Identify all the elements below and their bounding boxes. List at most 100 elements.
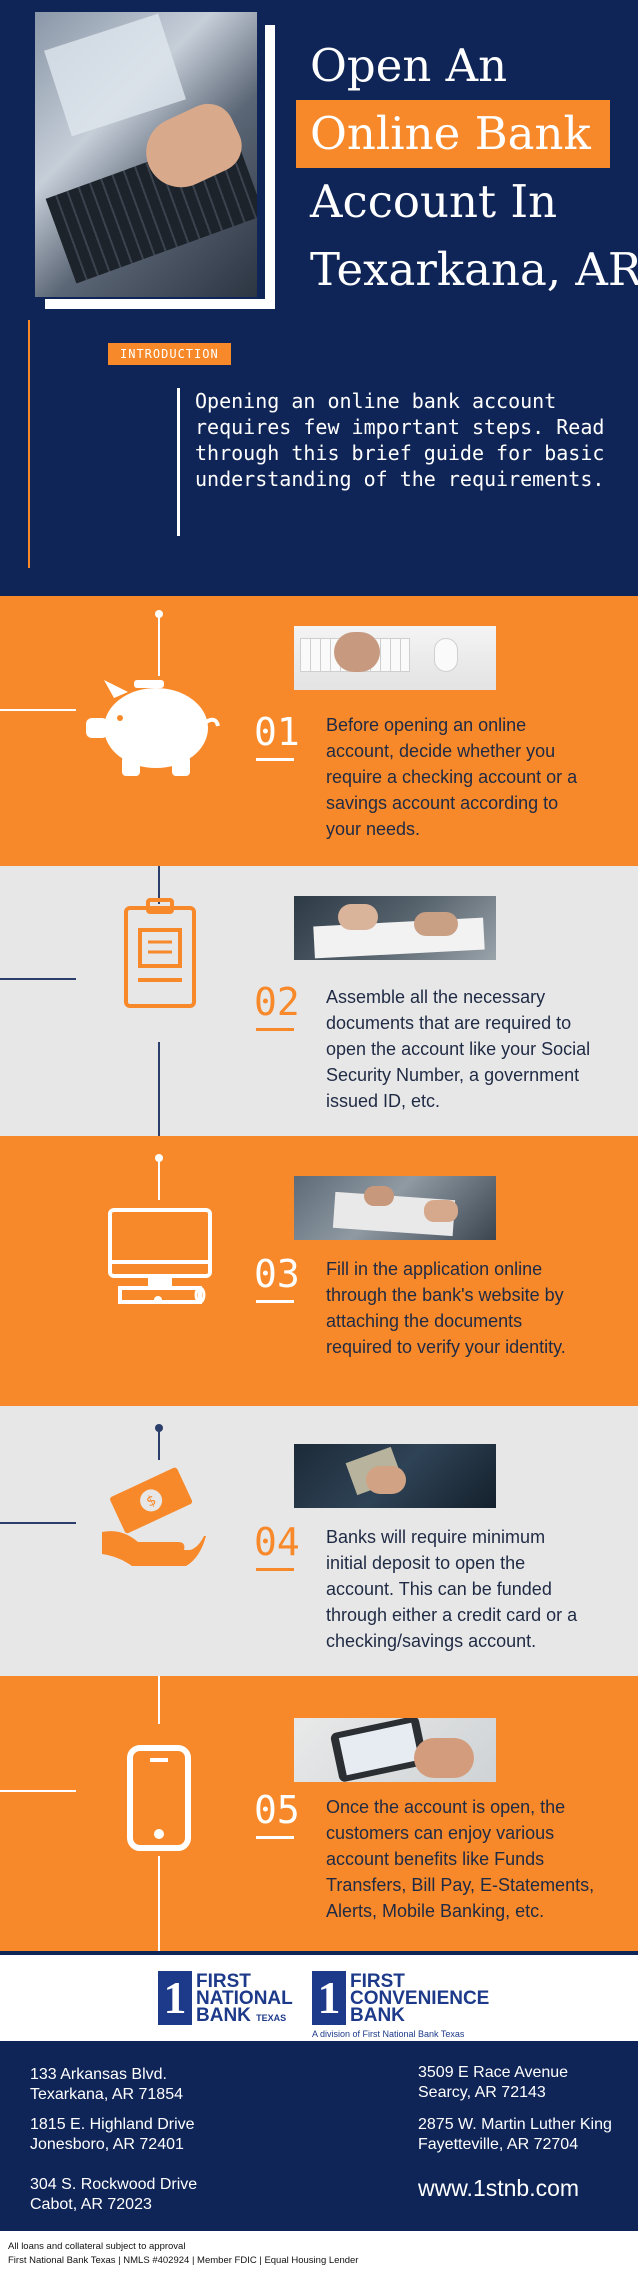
step-text-line: Fill in the application online	[326, 1259, 543, 1279]
intro-line: understanding of the requirements.	[195, 467, 605, 491]
address-line: 133 Arkansas Blvd.	[30, 2066, 167, 2083]
address-line: 1815 E. Highland Drive	[30, 2116, 195, 2133]
clipboard-document-icon	[124, 898, 196, 1008]
step-text-line: initial deposit to open the	[326, 1553, 526, 1573]
address-line: 2875 W. Martin Luther King	[418, 2116, 612, 2133]
step-text-line: checking/savings account.	[326, 1631, 537, 1651]
title-line: Texarkana, AR	[310, 243, 638, 296]
step-text-line: account. This can be funded	[326, 1579, 552, 1599]
step-text-line: your needs.	[326, 819, 421, 839]
step-4: $ 04 Banks will require minimum initial …	[0, 1406, 638, 1676]
step-text-line: account benefits like Funds	[326, 1849, 545, 1869]
connector-line	[0, 978, 76, 980]
logo-wordmark: FIRST CONVENIENCE BANK	[350, 1971, 490, 2026]
step-text-line: savings account according to	[326, 793, 559, 813]
step-2: 02 Assemble all the necessary documents …	[0, 866, 638, 1136]
title-line-highlight: Online Bank	[296, 100, 610, 168]
legal-disclaimer: All loans and collateral subject to appr…	[8, 2240, 628, 2268]
step-1: 01 Before opening an online account, dec…	[0, 596, 638, 866]
step-number-underline	[256, 1300, 294, 1303]
address-line: Searcy, AR 72143	[418, 2084, 546, 2101]
piggy-bank-icon	[86, 680, 220, 776]
logo-wordmark: FIRST NATIONAL BANK TEXAS	[196, 1971, 293, 2026]
intro-line: through this brief guide for basic	[195, 441, 605, 465]
intro-divider	[28, 320, 30, 568]
logo-mark: 1	[312, 1971, 346, 2025]
logo-mark: 1	[158, 1971, 192, 2025]
timeline-line	[158, 1158, 160, 1200]
intro-paragraph: Opening an online bank account requires …	[195, 388, 615, 492]
branch-address: 304 S. Rockwood Drive Cabot, AR 72023	[30, 2175, 197, 2215]
connector-line	[0, 709, 76, 711]
step-text-line: Alerts, Mobile Banking, etc.	[326, 1901, 545, 1921]
branch-address: 3509 E Race Avenue Searcy, AR 72143	[418, 2063, 568, 2103]
timeline-dot	[155, 1424, 163, 1432]
address-line: Cabot, AR 72023	[30, 2196, 152, 2213]
step-text-line: Once the account is open, the	[326, 1797, 566, 1817]
timeline-line	[158, 614, 160, 676]
step-text-line: issued ID, etc.	[326, 1091, 441, 1111]
timeline-line	[158, 1042, 160, 1136]
step-text-line: account, decide whether you	[326, 741, 556, 761]
step-text-line: Before opening an online	[326, 715, 527, 735]
intro-line: requires few important steps. Read	[195, 415, 605, 439]
step-number-underline	[256, 758, 294, 761]
step-text-line: documents that are required to	[326, 1013, 572, 1033]
timeline-dot	[155, 1154, 163, 1162]
step-number: 05	[254, 1788, 300, 1832]
step-number-underline	[256, 1836, 294, 1839]
hero-laptop-photo	[35, 12, 257, 297]
connector-line	[0, 1790, 76, 1792]
keyboard-photo	[294, 626, 496, 690]
step-number-underline	[256, 1028, 294, 1031]
step-text-line: Banks will require minimum	[326, 1527, 546, 1547]
step-text-line: Transfers, Bill Pay, E-Statements,	[326, 1875, 595, 1895]
branch-address: 2875 W. Martin Luther King Fayetteville,…	[418, 2115, 612, 2155]
title-line: Account In	[310, 175, 558, 228]
step-text: Once the account is open, the customers …	[326, 1794, 616, 1924]
photo-frame	[45, 25, 275, 309]
step-text-line: through the bank's website by	[326, 1285, 564, 1305]
website-link[interactable]: www.1stnb.com	[418, 2175, 580, 2201]
timeline-dot	[155, 610, 163, 618]
step-text: Before opening an online account, decide…	[326, 712, 616, 842]
branch-address: 1815 E. Highland Drive Jonesboro, AR 724…	[30, 2115, 195, 2155]
money-in-hand-icon: $	[102, 1467, 206, 1566]
timeline-line	[158, 866, 160, 904]
logo-bar: 1 FIRST NATIONAL BANK TEXAS 1 FIRST CONV…	[0, 1951, 638, 2041]
intro-tag: INTRODUCTION	[108, 343, 231, 365]
footer: 133 Arkansas Blvd. Texarkana, AR 71854 1…	[0, 2041, 638, 2231]
step-text-line: customers can enjoy various	[326, 1823, 555, 1843]
mobile-banking-photo	[294, 1718, 496, 1782]
step-text-line: attaching the documents	[326, 1311, 523, 1331]
step-text-line: Security Number, a government	[326, 1065, 580, 1085]
step-number: 03	[254, 1252, 300, 1296]
address-line: 304 S. Rockwood Drive	[30, 2176, 198, 2193]
timeline-line	[158, 1856, 160, 1951]
hero-section: Open An Online Bank Account In Texarkana…	[0, 0, 638, 596]
step-number: 01	[254, 710, 300, 754]
address-line: 3509 E Race Avenue	[418, 2064, 569, 2081]
legal-line: First National Bank Texas | NMLS #402924…	[8, 2255, 359, 2266]
step-text-line: open the account like your Social	[326, 1039, 591, 1059]
timeline-line	[158, 1676, 160, 1724]
title-line: Open An	[310, 39, 508, 92]
first-national-bank-logo: 1 FIRST NATIONAL BANK TEXAS	[158, 1971, 298, 2031]
step-text-line: through either a credit card or a	[326, 1605, 578, 1625]
computer-monitor-icon	[108, 1208, 212, 1304]
page-title: Open An Online Bank Account In Texarkana…	[296, 32, 638, 304]
step-text-line: Assemble all the necessary	[326, 987, 546, 1007]
legal-line: All loans and collateral subject to appr…	[8, 2241, 186, 2252]
step-number: 02	[254, 980, 300, 1024]
connector-line	[0, 1522, 76, 1524]
logo-subtitle: A division of First National Bank Texas	[312, 2029, 465, 2039]
step-text-line: required to verify your identity.	[326, 1337, 566, 1357]
first-convenience-bank-logo: 1 FIRST CONVENIENCE BANK A division of F…	[312, 1971, 492, 2039]
address-line: Jonesboro, AR 72401	[30, 2136, 184, 2153]
step-text-line: require a checking account or a	[326, 767, 578, 787]
step-5: 05 Once the account is open, the custome…	[0, 1676, 638, 1951]
intro-line: Opening an online bank account	[195, 389, 557, 413]
cash-photo	[294, 1444, 496, 1508]
step-3: 03 Fill in the application online throug…	[0, 1136, 638, 1406]
step-text: Assemble all the necessary documents tha…	[326, 984, 616, 1114]
